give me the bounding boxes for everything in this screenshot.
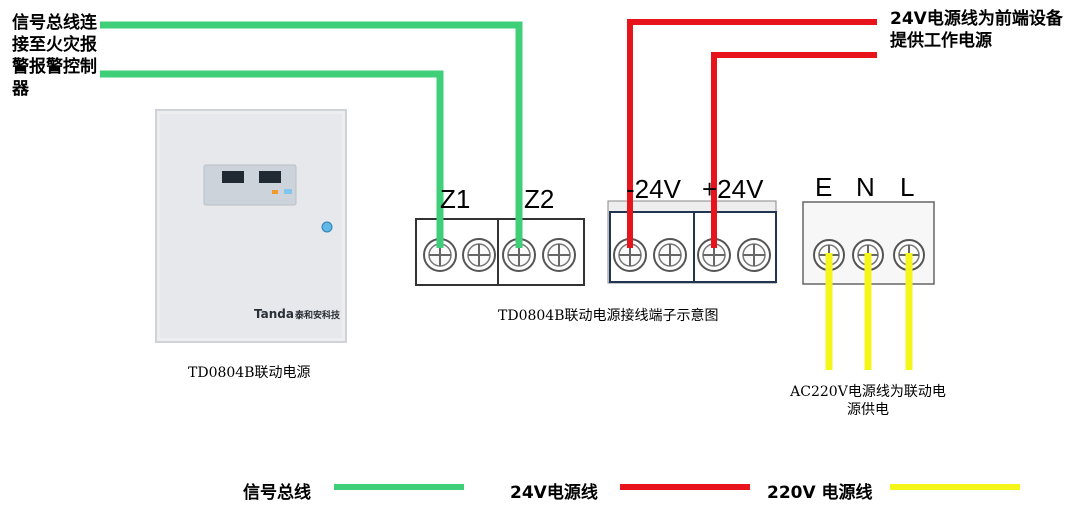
device-caption: TD0804B联动电源 bbox=[188, 365, 311, 381]
control-panel bbox=[203, 164, 297, 206]
screw-icon bbox=[613, 238, 647, 272]
screw-icon bbox=[653, 238, 687, 272]
label-l: L bbox=[900, 172, 915, 202]
screw-icon bbox=[502, 238, 536, 272]
power-supply-cabinet bbox=[155, 109, 347, 343]
screw-icon bbox=[737, 238, 771, 272]
ac-220v-note: AC220V电源线为联动电源供电 bbox=[790, 384, 946, 418]
signal-bus-wires bbox=[100, 21, 523, 248]
screw-icon bbox=[542, 238, 576, 272]
label-n: N bbox=[856, 172, 875, 202]
legend-label-24v: 24V电源线 bbox=[510, 483, 598, 503]
label-pos24v: +24V bbox=[702, 174, 764, 204]
ac-220v-wires bbox=[825, 253, 913, 370]
legend-label-signal: 信号总线 bbox=[243, 483, 311, 503]
display-2 bbox=[259, 171, 281, 183]
signal-bus-note: 信号总线连接至火灾报警报警控制器 bbox=[12, 13, 97, 99]
lock-icon bbox=[321, 221, 333, 233]
brand-logo: Tanda bbox=[254, 307, 294, 321]
device-brand: Tanda泰和安科技 bbox=[254, 307, 340, 321]
brand-cn: 泰和安科技 bbox=[294, 311, 340, 321]
power-24v-wires bbox=[627, 19, 877, 248]
terminal-caption: TD0804B联动电源接线端子示意图 bbox=[498, 308, 719, 324]
screw-icon bbox=[462, 238, 496, 272]
label-z2: Z2 bbox=[524, 184, 555, 214]
label-z1: Z1 bbox=[440, 184, 471, 214]
power-24v-note: 24V电源线为前端设备提供工作电源 bbox=[890, 9, 1063, 51]
label-e: E bbox=[815, 172, 833, 202]
legend-label-220v: 220V 电源线 bbox=[767, 483, 873, 503]
screw-icon bbox=[697, 238, 731, 272]
label-neg24v: -24V bbox=[626, 174, 681, 204]
display-1 bbox=[222, 171, 244, 183]
